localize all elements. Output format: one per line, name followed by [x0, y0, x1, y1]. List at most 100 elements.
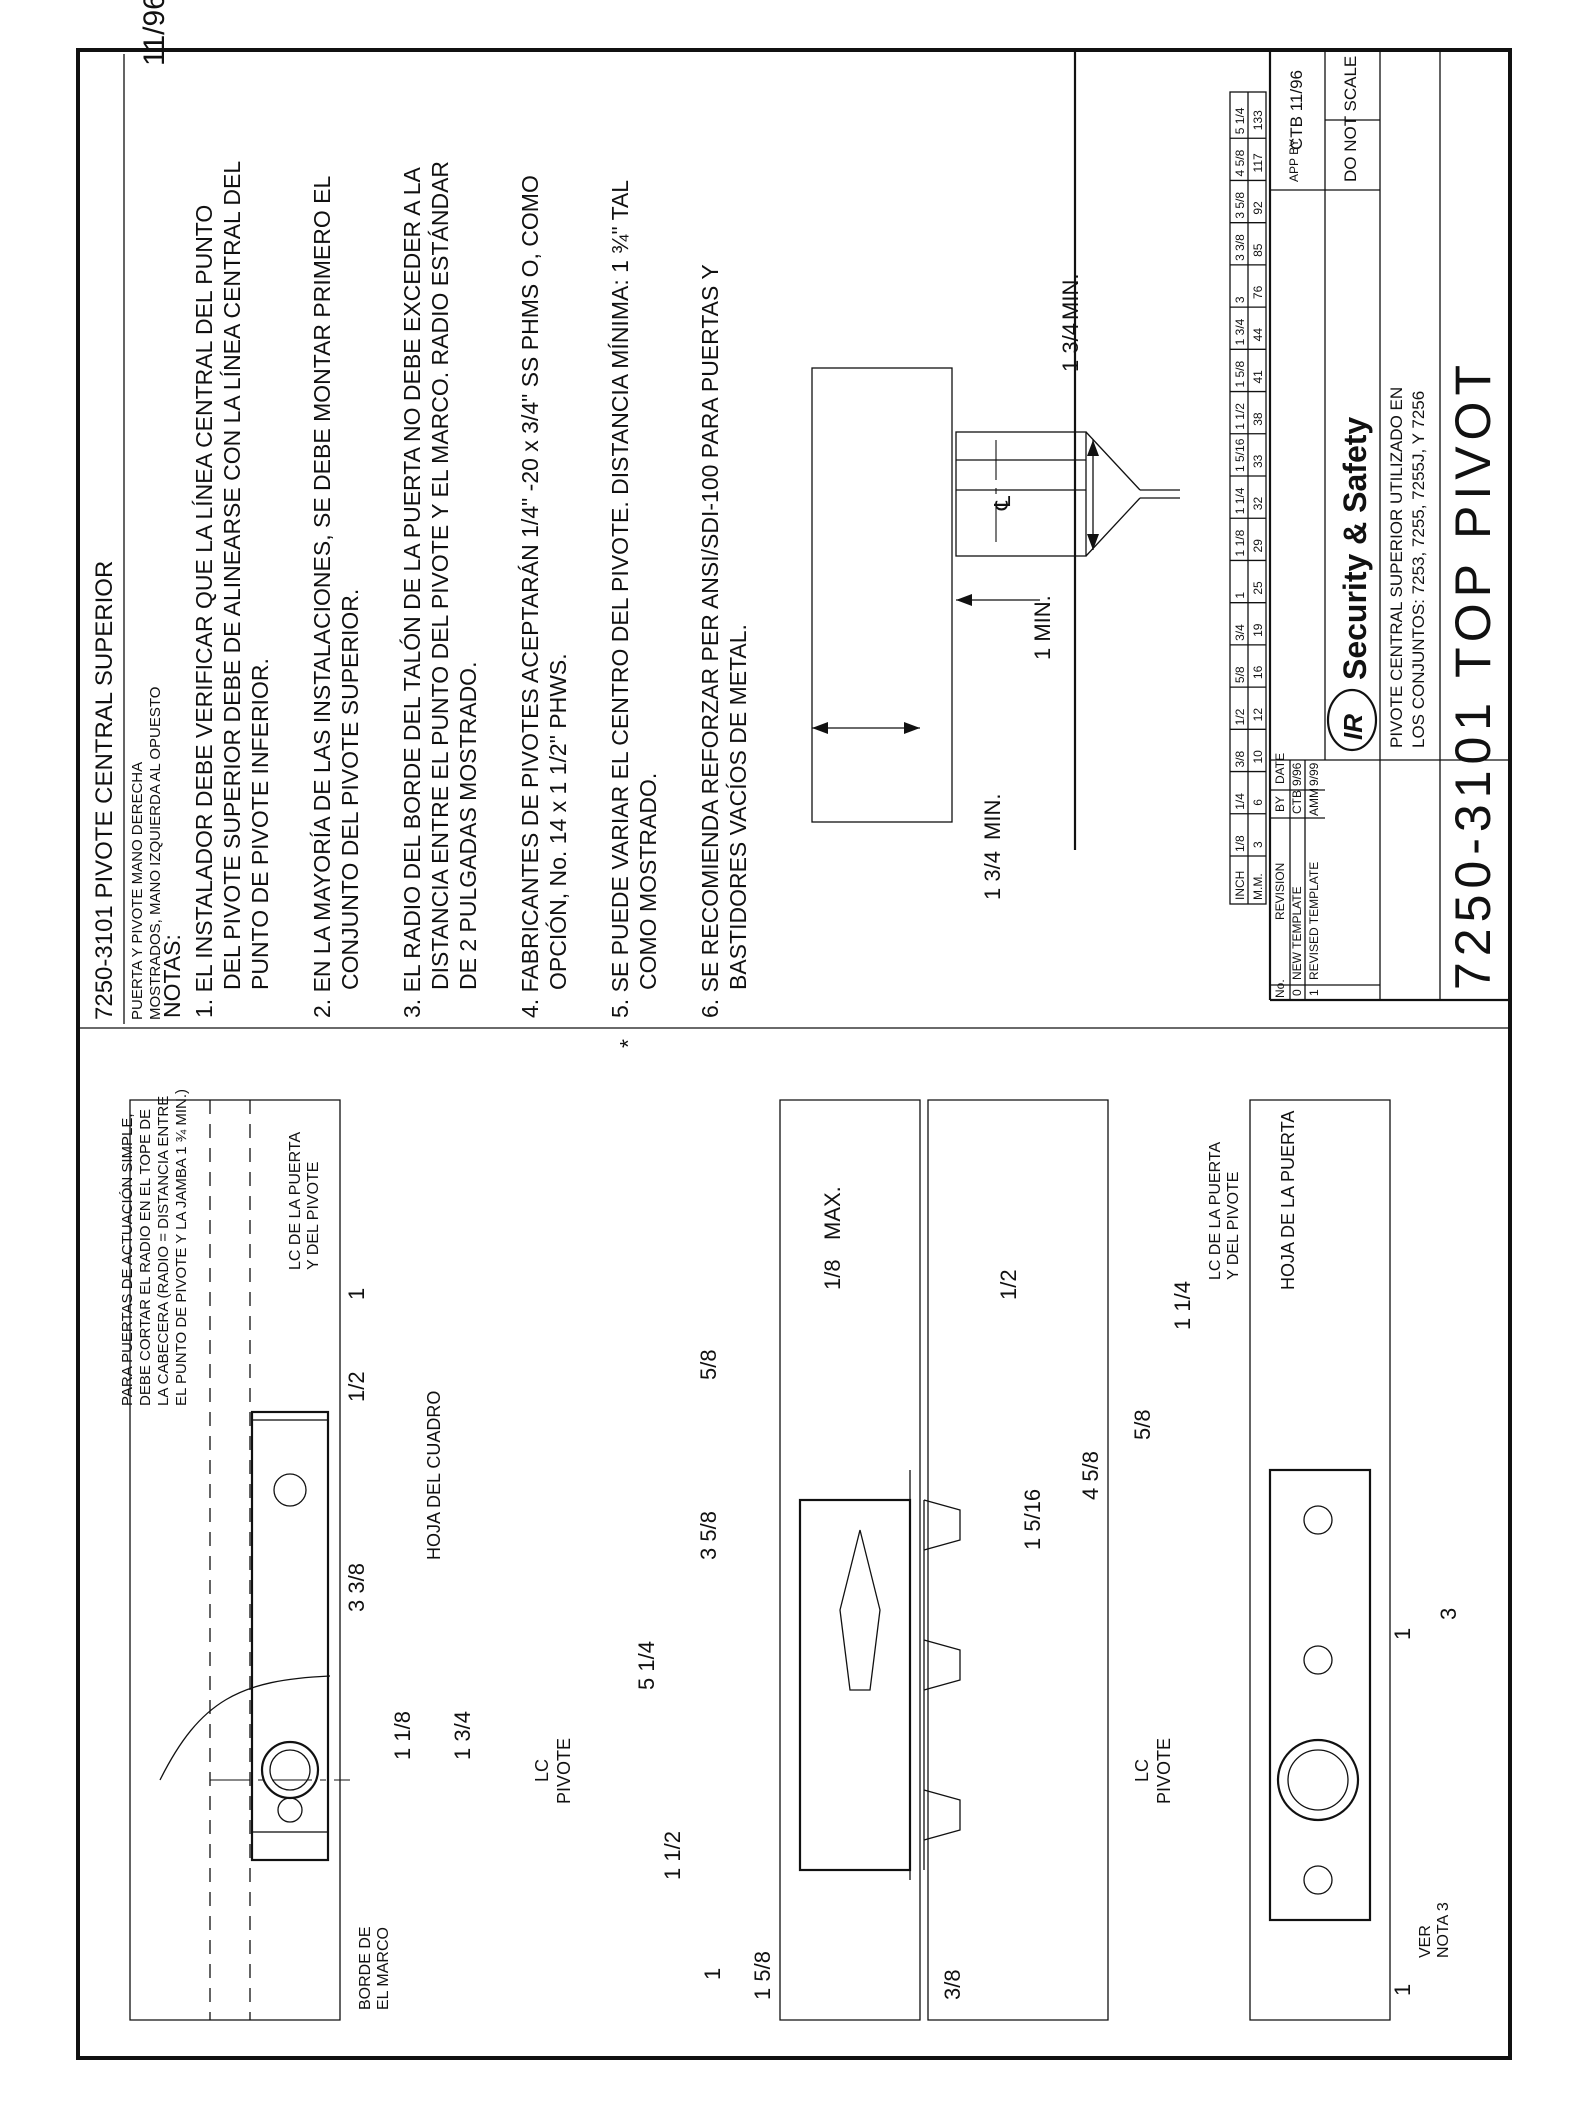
dim-frame-3-3-8: 3 3/8 [344, 1563, 369, 1612]
clearance-detail: ℄ 1 3/4 MIN. 1 MIN. 1 3/4 MIN. [811, 274, 1180, 900]
rev-1-no: 1 [1307, 989, 1321, 996]
dim-left-min-label: MIN. [980, 794, 1005, 840]
rev-0-no: 0 [1290, 989, 1304, 996]
dim-door-1-bottom: 1 [1390, 1984, 1415, 1996]
conv-mm-value: 19 [1251, 623, 1265, 637]
lc-frame: LC [532, 1759, 552, 1782]
conv-inch-value: 1 1/2 [1233, 403, 1247, 430]
section-view: 5 1/4 3 5/8 5/8 1 1/2 1 1 5/8 3/8 1 5/16… [634, 1099, 1174, 2021]
note-1-line-2: DEL PIVOTE SUPERIOR DEBE DE ALINEARSE CO… [219, 161, 245, 990]
conv-mm-value: 41 [1251, 370, 1265, 384]
hand-note-1: PUERTA Y PIVOTE MANO DERECHA [129, 762, 146, 1020]
brand-logo: IR Security & Safety [1326, 417, 1378, 752]
part-title: 7250-3101 PIVOTE CENTRAL SUPERIOR [91, 561, 118, 1020]
rev-1-by: AMM [1307, 788, 1321, 816]
dim-sec-4-5-8: 4 5/8 [1078, 1451, 1103, 1500]
part-header [1073, 50, 1077, 850]
dim-sec-5-8: 5/8 [696, 1349, 721, 1380]
rev-1-revision: REVISED TEMPLATE [1307, 862, 1321, 980]
conv-mm-value: 133 [1251, 110, 1265, 130]
pivot-frame: PIVOTE [554, 1738, 574, 1804]
conv-mm-value: 10 [1251, 750, 1265, 764]
frame-leaf-view: PARA PUERTAS DE ACTUACIÓN SIMPLE, DEBE C… [119, 1089, 574, 2021]
dim-sec-1-8: 1/8 [820, 1259, 845, 1290]
centerline-symbol: ℄ [990, 495, 1015, 511]
conv-inch-label: INCH [1233, 871, 1247, 900]
description-line-1: PIVOTE CENTRAL SUPERIOR UTILIZADO EN [1387, 387, 1406, 748]
part-title-strip: 7250-3101 PIVOTE CENTRAL SUPERIOR PUERTA… [91, 0, 171, 1024]
conv-mm-value: 29 [1251, 539, 1265, 553]
conv-inch-value: 5 1/4 [1233, 107, 1247, 134]
note-1-line-1: 1. EL INSTALADOR DEBE VERIFICAR QUE LA L… [191, 205, 217, 1018]
pivot-section: PIVOTE [1154, 1738, 1174, 1804]
note-4-line-2: OPCIÓN, No. 14 x 1 1/2" PHWS. [545, 653, 571, 990]
single-acting-line-3: LA CABECERA (RADIO = DISTANCIA ENTRE [155, 1096, 172, 1406]
conv-inch-value: 3 3/8 [1233, 234, 1247, 261]
dim-1-min: 1 MIN. [1030, 595, 1055, 660]
revision-table: No. REVISION BY DATE 0 NEW TEMPLATE CTB … [1270, 753, 1380, 1000]
conv-inch-value: 1/4 [1233, 793, 1247, 810]
dim-sec-max: MAX. [820, 1186, 845, 1240]
single-acting-line-4: EL PUNTO DE PIVOTE Y LA JAMBA 1 ¾ MIN.) [173, 1089, 190, 1406]
conv-mm-value: 25 [1251, 581, 1265, 595]
dim-sec-1-5-8: 1 5/8 [750, 1951, 775, 2000]
rev-1-date: 9/99 [1307, 762, 1321, 786]
dim-sec-1-1-2: 1 1/2 [660, 1831, 685, 1880]
conv-mm-value: 6 [1251, 799, 1265, 806]
conv-inch-value: 5/8 [1233, 666, 1247, 683]
conv-inch-value: 3 [1233, 296, 1247, 303]
scale-note: DO NOT SCALE [1341, 56, 1360, 182]
dim-frame-1-2: 1/2 [344, 1371, 369, 1402]
conv-mm-value: 117 [1251, 153, 1265, 172]
note-4-line-1: 4. FABRICANTES DE PIVOTES ACEPTARÁN 1/4"… [517, 175, 543, 1018]
rev-0-by: CTB [1290, 790, 1304, 814]
dim-sec-3-8: 3/8 [940, 1969, 965, 2000]
app-by-value: CTB 11/96 [1287, 70, 1306, 150]
brand-name: Security & Safety [1337, 417, 1373, 680]
note-5-line-1: 5. SE PUEDE VARIAR EL CENTRO DEL PIVOTE.… [607, 180, 633, 1018]
dim-frame-1-1-8: 1 1/8 [390, 1711, 415, 1760]
date-stamp: 11/96 [138, 0, 171, 66]
conv-mm-value: 33 [1251, 454, 1265, 468]
sheet-border [76, 48, 1512, 2060]
lc-door-pivot-bottom-2: Y DEL PIVOTE [1225, 1172, 1242, 1280]
dim-sec-1: 1 [700, 1968, 725, 1980]
see-note-2: NOTA 3 [1435, 1902, 1452, 1958]
dim-door-5-8: 5/8 [1130, 1409, 1155, 1440]
hand-note-2: MOSTRADOS, MANO IZQUIERDA AL OPUESTO [147, 687, 164, 1020]
note-1-line-3: PUNTO DE PIVOTE INFERIOR. [247, 658, 273, 990]
note-2-line-1: 2. EN LA MAYORÍA DE LAS INSTALACIONES, S… [309, 176, 335, 1018]
conv-mm-value: 85 [1251, 243, 1265, 257]
conv-inch-value: 1 5/8 [1233, 361, 1247, 388]
frame-leaf-label: HOJA DEL CUADRO [424, 1391, 444, 1560]
note-2-line-2: CONJUNTO DEL PIVOTE SUPERIOR. [337, 589, 363, 990]
conv-inch-value: 1 [1233, 592, 1247, 599]
rev-header-no: No. [1273, 979, 1287, 998]
rev-header-date: DATE [1273, 753, 1287, 784]
dim-left-min-value: 1 3/4 [980, 851, 1005, 900]
conv-mm-value: 12 [1251, 708, 1265, 722]
single-acting-line-1: PARA PUERTAS DE ACTUACIÓN SIMPLE, [119, 1113, 136, 1406]
conv-mm-value: 44 [1251, 328, 1265, 342]
door-leaf-view: LC DE LA PUERTA Y DEL PIVOTE HOJA DE LA … [1130, 1099, 1461, 2021]
single-acting-line-2: DEBE CORTAR EL RADIO EN EL TOPE DE [137, 1109, 154, 1406]
drawing-number: 7250-3101 TOP PIVOT [1445, 359, 1501, 990]
note-5-asterisk: * [615, 1039, 641, 1048]
conv-inch-value: 4 5/8 [1233, 149, 1247, 176]
conv-inch-value: 3/8 [1233, 751, 1247, 768]
lc-door-pivot-bottom-1: LC DE LA PUERTA [1207, 1142, 1224, 1280]
dim-right-min-value: 1 3/4 [1058, 323, 1083, 372]
conv-mm-value: 76 [1251, 285, 1265, 299]
door-leaf-label: HOJA DE LA PUERTA [1278, 1111, 1298, 1290]
rev-header-revision: REVISION [1273, 863, 1287, 920]
lc-section: LC [1132, 1759, 1152, 1782]
rev-0-date: 9/96 [1290, 762, 1304, 786]
app-by-label: APP BY [1287, 139, 1301, 182]
conv-inch-value: 1 3/4 [1233, 318, 1247, 345]
frame-edge-2: EL MARCO [375, 1927, 392, 2010]
dim-frame-1: 1 [344, 1288, 369, 1300]
conv-inch-value: 1 1/4 [1233, 487, 1247, 514]
title-block: 7250-3101 TOP PIVOT PIVOTE CENTRAL SUPER… [1229, 50, 1510, 1002]
